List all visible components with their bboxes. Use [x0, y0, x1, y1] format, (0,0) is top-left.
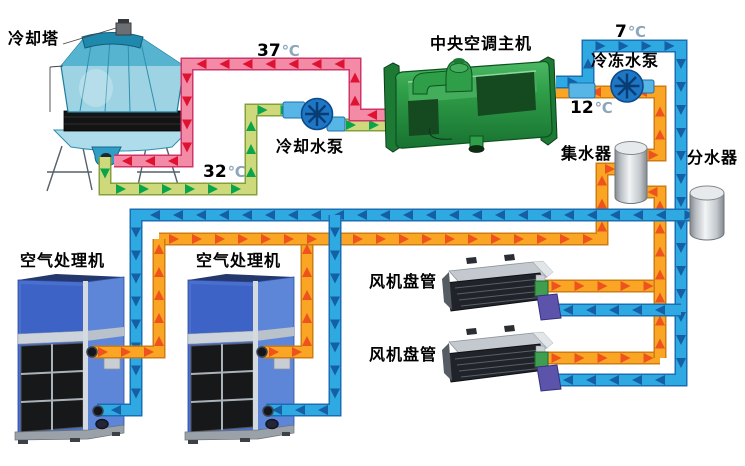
pipe-ahu1-return: [92, 239, 166, 359]
pipe-return-main: [159, 162, 617, 246]
label-leader-lines: [49, 27, 117, 112]
pipe-chilled-supply-top: [548, 39, 688, 387]
label-central-chiller: 中央空调主机: [430, 34, 533, 53]
fan-coil-unit-2: [441, 324, 562, 392]
fan-coil-unit-1: [442, 254, 562, 321]
cooling-water-pump-graphic: [282, 97, 346, 132]
air-handler-unit-1: [14, 274, 125, 444]
pipe-fancoil-return-riser: [646, 185, 667, 358]
cooling-tower-graphic: [46, 19, 191, 192]
chiller-graphic: [383, 56, 558, 153]
air-handler-unit-2: [184, 273, 295, 445]
water-collector-graphic: [614, 141, 648, 204]
label-temp-chilled-supply: 7℃: [615, 22, 647, 42]
ahu-pipe-ports: [86, 346, 279, 430]
pipe-condenser-supply: [114, 57, 390, 168]
chilled-water-pump-graphic: [568, 69, 655, 103]
label-water-collector: 集水器: [561, 144, 613, 163]
label-fan-coil-1: 风机盘管: [369, 272, 438, 291]
pipe-fancoil1-supply: [548, 303, 681, 317]
pipe-fancoil1-return: [544, 279, 660, 293]
label-chilled-water-pump: 冷冻水泵: [591, 51, 660, 70]
label-air-handler-1: 空气处理机: [20, 251, 106, 270]
pipe-fancoil2-return: [544, 351, 660, 365]
label-water-distributor: 分水器: [687, 148, 739, 167]
pipe-ahu2-return: [263, 239, 314, 359]
label-temp-condenser-supply: 37℃: [257, 41, 300, 61]
label-temp-chilled-return: 12℃: [570, 98, 613, 118]
label-cooling-tower: 冷却塔: [8, 29, 60, 48]
label-air-handler-2: 空气处理机: [196, 251, 282, 270]
pipe-condenser-return: [98, 103, 296, 196]
label-fan-coil-2: 风机盘管: [369, 345, 438, 364]
label-cooling-water-pump: 冷却水泵: [276, 137, 345, 156]
pipe-chilled-supply-main: [97, 208, 681, 417]
label-temp-condenser-return: 32℃: [203, 162, 246, 182]
pipe-ahu2-supply: [266, 215, 342, 417]
water-distributor-graphic: [689, 185, 725, 241]
